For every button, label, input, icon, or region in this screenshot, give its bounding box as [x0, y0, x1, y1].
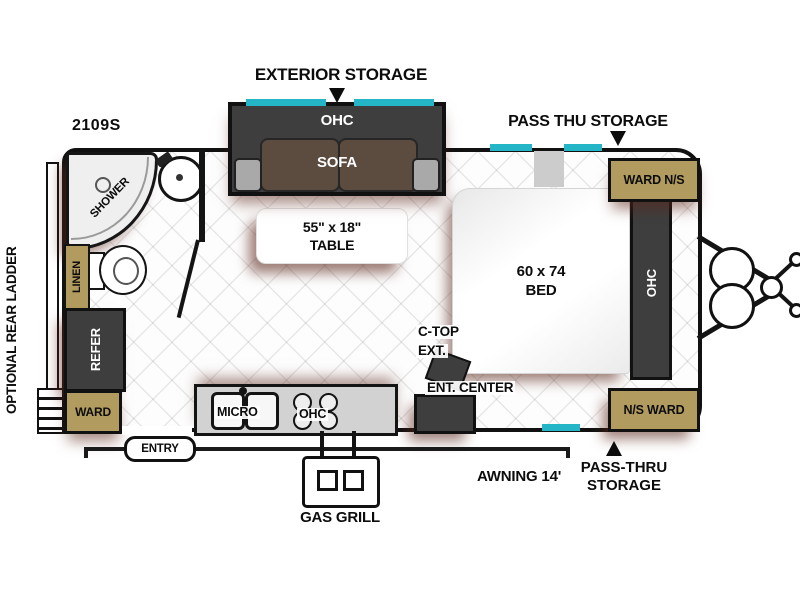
gas-grill-label: GAS GRILL: [300, 509, 380, 526]
awning-label: AWNING 14': [477, 468, 562, 485]
bed: 60 x 74 BED: [452, 188, 630, 374]
window-segment: [354, 99, 434, 106]
pass-thru-bottom-label: PASS-THRU STORAGE: [570, 459, 678, 495]
ent-center-label: ENT. CENTER: [425, 380, 516, 396]
ward-ns-top-label: WARD N/S: [623, 173, 685, 187]
awning-endcap-left: [84, 447, 88, 458]
pass-thru-top-arrow-icon: [610, 131, 626, 146]
refrigerator: REFER: [64, 308, 126, 392]
ent-center-cabinet: [414, 394, 476, 434]
grill-burner-right: [343, 470, 364, 491]
window-segment: [490, 144, 532, 151]
bath-sink: [154, 151, 204, 202]
micro-label: MICRO: [215, 405, 260, 420]
linen-cabinet: LINEN: [64, 244, 90, 310]
pass-thru-line1: PASS-THRU: [580, 459, 668, 476]
bathroom-wall: [199, 150, 205, 242]
sofa-storage-box: OHC SOFA: [228, 102, 446, 196]
hitch-knob-bottom: [789, 303, 800, 318]
table-size-label: 55" x 18": [302, 219, 362, 235]
grill-post-left: [320, 431, 324, 458]
rear-ladder: [37, 388, 64, 434]
ward-rear-label: WARD: [75, 405, 111, 419]
awning-endcap-right: [566, 447, 570, 458]
bedside-step: [534, 151, 564, 187]
toilet-bowl: [113, 257, 139, 285]
refer-label: REFER: [87, 328, 103, 372]
bath-drain: [176, 174, 183, 181]
dinette-table: 55" x 18" TABLE: [256, 208, 408, 264]
kitchen-ohc-label: OHC: [297, 407, 329, 422]
window-segment: [542, 424, 580, 431]
entry-label: ENTRY: [141, 443, 179, 455]
bed-label: BED: [525, 282, 557, 299]
bed-ohc-label: OHC: [643, 268, 659, 298]
propane-tank-bottom: [709, 283, 755, 329]
gas-grill: [302, 456, 380, 508]
bed-ohc-cabinet: OHC: [630, 186, 672, 380]
hitch-coupler: [760, 276, 783, 299]
exterior-storage-arrow-icon: [329, 88, 345, 103]
rear-ladder-label: OPTIONAL REAR LADDER: [4, 246, 19, 414]
rear-bumper: [46, 162, 59, 424]
ward-ns-bottom-label: N/S WARD: [623, 403, 685, 417]
sofa-ohc-label: OHC: [320, 112, 354, 129]
hitch-knob-top: [789, 252, 800, 267]
wardrobe-rear: WARD: [64, 390, 122, 434]
pass-thru-top-label: PASS THU STORAGE: [508, 113, 668, 130]
exterior-storage-label: EXTERIOR STORAGE: [254, 65, 428, 84]
shower-drain: [94, 177, 111, 194]
sofa-armrest-left: [234, 158, 262, 192]
pass-thru-line2: STORAGE: [587, 477, 661, 494]
ctop-ext-label: EXT.: [416, 343, 448, 359]
grill-post-right: [352, 431, 356, 458]
grill-burner-left: [317, 470, 338, 491]
bed-size-label: 60 x 74: [516, 263, 566, 280]
model-number: 2109S: [72, 117, 121, 134]
toilet: [99, 245, 147, 295]
wardrobe-ns-top: WARD N/S: [608, 158, 700, 202]
window-segment: [564, 144, 602, 151]
linen-label: LINEN: [71, 260, 83, 293]
window-segment: [246, 99, 326, 106]
entry-step: ENTRY: [124, 436, 196, 462]
pass-thru-bottom-arrow-icon: [606, 441, 622, 456]
awning-line: [84, 447, 570, 451]
table-label: TABLE: [309, 237, 355, 253]
kitchen-counter: MICRO OHC: [194, 384, 398, 436]
sofa-armrest-right: [412, 158, 440, 192]
entry-opening: [122, 426, 192, 435]
ctop-label: C-TOP: [416, 324, 461, 340]
kitchen-faucet: [239, 387, 247, 395]
sofa-label: SOFA: [316, 154, 358, 171]
wardrobe-ns-bottom: N/S WARD: [608, 388, 700, 432]
